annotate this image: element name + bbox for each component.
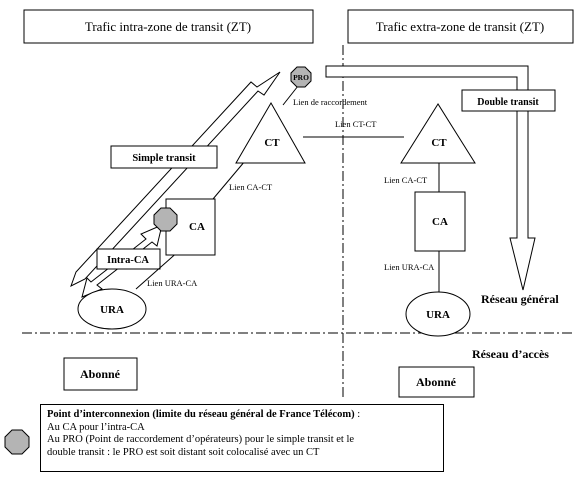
ura-right-label: URA xyxy=(426,309,450,321)
ct-right-label: CT xyxy=(431,137,447,149)
ca-right-node: CA xyxy=(414,191,466,252)
ca-right-label: CA xyxy=(432,216,448,228)
legend-line-2: Au PRO (Point de raccordement d’opérateu… xyxy=(47,434,355,445)
reseau-acces-label: Réseau d’accès xyxy=(472,347,549,361)
abonne-right-label: Abonné xyxy=(416,375,457,389)
legend-box: Point d’interconnexion (limite du réseau… xyxy=(40,404,444,472)
link-ura-ca-right-label: Lien URA-CA xyxy=(384,262,435,272)
legend-title-rest: : xyxy=(354,409,361,420)
ct-left-node: CT xyxy=(235,101,306,164)
simple-transit-label-box: Simple transit xyxy=(110,145,218,169)
ct-left-label: CT xyxy=(264,137,280,149)
legend-line-3: double transit : le PRO est soit distant… xyxy=(47,446,320,458)
link-ct-ct-label: Lien CT-CT xyxy=(335,119,377,129)
pro-node: PRO xyxy=(290,66,312,88)
link-pro-ct xyxy=(282,85,299,106)
link-raccordement-label: Lien de raccordement xyxy=(293,97,368,107)
ura-left-label: URA xyxy=(100,304,124,316)
double-transit-arrow xyxy=(325,65,536,291)
legend-interconnection-icon xyxy=(4,429,30,455)
legend-title-bold: Point d’interconnexion (limite du réseau… xyxy=(47,409,355,420)
link-ura-ca-left-label: Lien URA-CA xyxy=(147,278,198,288)
intra-ca-label: Intra-CA xyxy=(107,255,149,266)
legend-title: Point d’interconnexion (limite du réseau… xyxy=(47,409,437,422)
simple-transit-label: Simple transit xyxy=(132,153,196,164)
header-intra-zone: Trafic intra-zone de transit (ZT) xyxy=(23,9,314,44)
legend-line-1: Au CA pour l’intra-CA xyxy=(47,421,145,433)
header-extra-title: Trafic extra-zone de transit (ZT) xyxy=(376,19,544,34)
header-intra-title: Trafic intra-zone de transit (ZT) xyxy=(85,19,251,34)
reseau-general-label: Réseau général xyxy=(481,292,559,306)
interconnection-point-ca-icon xyxy=(153,207,178,232)
link-ca-ct-left-label: Lien CA-CT xyxy=(229,182,273,192)
double-transit-label-box: Double transit xyxy=(461,89,556,112)
pro-label: PRO xyxy=(293,73,309,82)
link-ura-ca-left xyxy=(135,249,181,290)
simple-transit-arrow xyxy=(70,71,281,288)
ura-right-node: URA xyxy=(405,291,471,337)
link-ca-ct-right-label: Lien CA-CT xyxy=(384,175,428,185)
abonne-left-box: Abonné xyxy=(63,357,138,391)
ct-right-node: CT xyxy=(400,103,476,164)
ca-left-label: CA xyxy=(189,221,205,233)
double-transit-label: Double transit xyxy=(477,97,539,108)
link-ca-ct-left xyxy=(212,160,246,200)
header-extra-zone: Trafic extra-zone de transit (ZT) xyxy=(347,9,574,44)
intra-ca-label-box: Intra-CA xyxy=(96,248,161,270)
ura-left-node: URA xyxy=(77,288,147,330)
abonne-left-label: Abonné xyxy=(80,367,121,381)
abonne-right-box: Abonné xyxy=(398,366,475,398)
